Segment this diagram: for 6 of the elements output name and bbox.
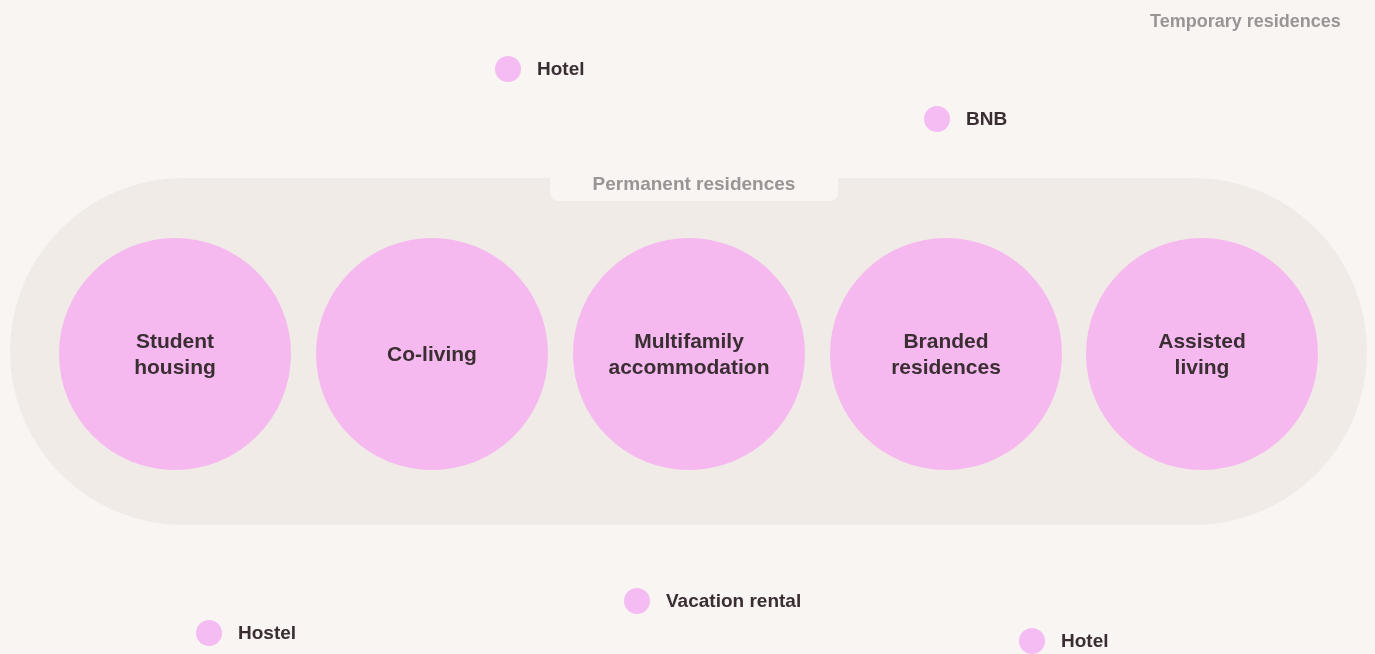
region-caption: Temporary residences [1150, 10, 1341, 33]
item-label: BNB [966, 107, 1008, 131]
item-label: Vacation rental [666, 589, 802, 613]
item-label: Hotel [537, 57, 585, 81]
item-label: Hotel [1061, 629, 1109, 653]
item-label: Hostel [238, 621, 297, 645]
